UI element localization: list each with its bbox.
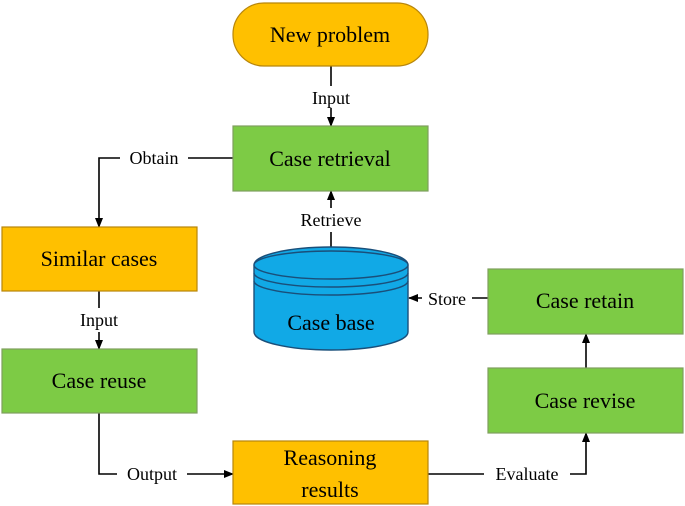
node-label-case-retrieval: Case retrieval [269,146,391,171]
node-new-problem: New problem [232,2,429,67]
node-label-case-base: Case base [287,310,374,335]
edge-label-output: Output [127,464,177,484]
edge-case-base-to-retrieval: Retrieve [288,190,374,252]
edge-label-evaluate: Evaluate [496,464,559,484]
node-reasoning-results: Reasoning results [232,440,429,505]
node-case-retrieval: Case retrieval [232,125,429,192]
edge-label-retrieve: Retrieve [301,210,362,230]
edge-label-input-left: Input [80,310,118,330]
edge-reuse-to-reasoning-results: Output [98,413,234,486]
edge-reasoning-results-to-revise: Evaluate [428,432,590,486]
node-case-reuse: Case reuse [1,348,198,414]
edge-similar-cases-to-reuse: Input [70,291,128,350]
node-label-new-problem: New problem [270,22,390,47]
node-label-case-reuse: Case reuse [52,368,147,393]
node-case-retain: Case retain [487,268,684,335]
edge-retrieval-to-similar-cases: Obtain [95,146,233,228]
edge-label-store: Store [428,289,466,309]
node-label-case-revise: Case revise [535,388,636,413]
edge-label-input-top: Input [312,88,350,108]
node-label-case-retain: Case retain [536,288,634,313]
node-label-reasoning-results-line1: Reasoning [284,445,377,470]
node-similar-cases: Similar cases [1,226,198,292]
node-label-reasoning-results-line2: results [301,477,358,502]
edge-label-obtain: Obtain [130,148,179,168]
node-label-similar-cases: Similar cases [41,246,158,271]
node-case-base: Case base [253,246,409,351]
node-case-revise: Case revise [487,367,684,434]
edge-retain-to-case-base: Store [408,287,488,310]
edge-new-problem-to-retrieval: Input [302,66,360,127]
